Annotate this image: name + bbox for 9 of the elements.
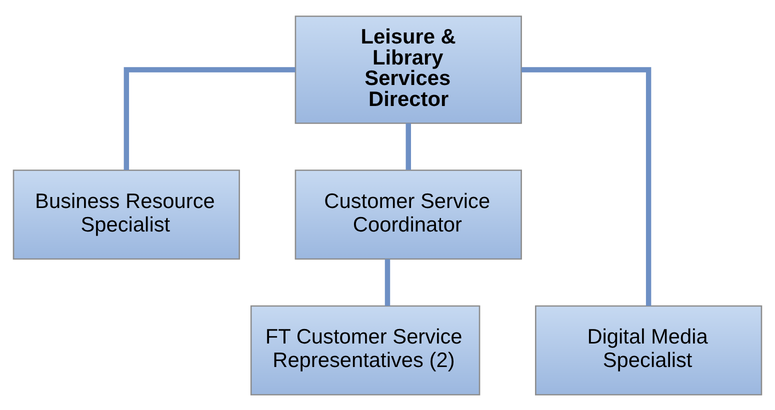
connector [124, 66, 296, 170]
node-box: Customer Service Coordinator [294, 169, 522, 260]
connector [521, 66, 652, 306]
node-box: Digital Media Specialist [535, 304, 762, 395]
connector [384, 258, 390, 306]
connector [406, 122, 411, 170]
node-box: Business Resource Specialist [12, 169, 240, 260]
node-box: Leisure & Library Services Director [294, 15, 522, 124]
node-box: FT Customer Service Representatives (2) [250, 304, 480, 395]
